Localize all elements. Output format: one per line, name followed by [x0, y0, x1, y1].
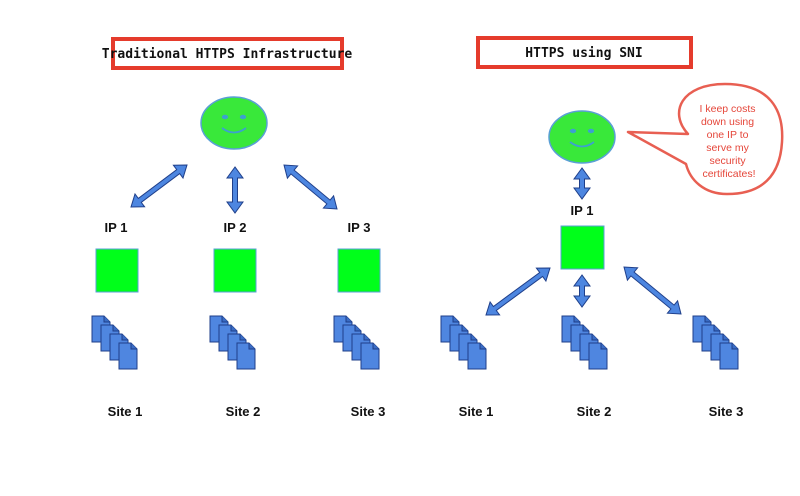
right-site3-label: Site 3 [709, 404, 744, 419]
arrow-server-to-site3 [623, 266, 682, 315]
left-title-box: Traditional HTTPS Infrastructure [102, 37, 353, 70]
bubble-line-3: one IP to [707, 129, 749, 141]
arrow-left-to-ip1 [130, 164, 188, 208]
right-panel: HTTPS using SNI I keep costs down using … [441, 36, 784, 419]
right-site1-label: Site 1 [459, 404, 494, 419]
left-ip3-label: IP 3 [348, 220, 371, 235]
arrow-left-to-ip2 [226, 166, 244, 214]
left-server-3 [337, 248, 381, 293]
left-site1-documents-icon [92, 316, 137, 369]
left-title: Traditional HTTPS Infrastructure [102, 47, 353, 62]
left-site1-label: Site 1 [108, 404, 143, 419]
left-site2-label: Site 2 [226, 404, 261, 419]
bubble-line-5: security [709, 155, 746, 167]
left-site2-documents-icon [210, 316, 255, 369]
bubble-line-4: serve my [706, 142, 749, 154]
arrow-server-to-site1 [485, 267, 551, 316]
speech-bubble: I keep costs down using one IP to serve … [626, 82, 784, 196]
right-title: HTTPS using SNI [525, 46, 642, 61]
left-ip2-label: IP 2 [224, 220, 247, 235]
arrow-server-to-site2 [573, 274, 591, 308]
bubble-line-2: down using [701, 116, 754, 128]
arrow-face-to-ip [573, 167, 591, 200]
left-server-2 [213, 248, 257, 293]
left-site3-documents-icon [334, 316, 379, 369]
speech-bubble-text: I keep costs down using one IP to serve … [700, 103, 759, 180]
right-site1-documents-icon [441, 316, 486, 369]
right-site2-label: Site 2 [577, 404, 612, 419]
left-panel: Traditional HTTPS Infrastructure IP 1 IP… [92, 37, 386, 419]
right-ip1-label: IP 1 [571, 203, 594, 218]
right-title-box: HTTPS using SNI [476, 36, 693, 69]
user-face-icon [200, 96, 268, 150]
left-server-1 [95, 248, 139, 293]
right-site3-documents-icon [693, 316, 738, 369]
bubble-line-6: certificates! [702, 168, 755, 180]
left-ip1-label: IP 1 [105, 220, 128, 235]
bubble-line-1: I keep costs [700, 103, 756, 115]
left-site3-label: Site 3 [351, 404, 386, 419]
user-face-icon [548, 110, 616, 164]
right-site2-documents-icon [562, 316, 607, 369]
right-shared-server [560, 225, 605, 270]
arrow-left-to-ip3 [283, 164, 338, 210]
